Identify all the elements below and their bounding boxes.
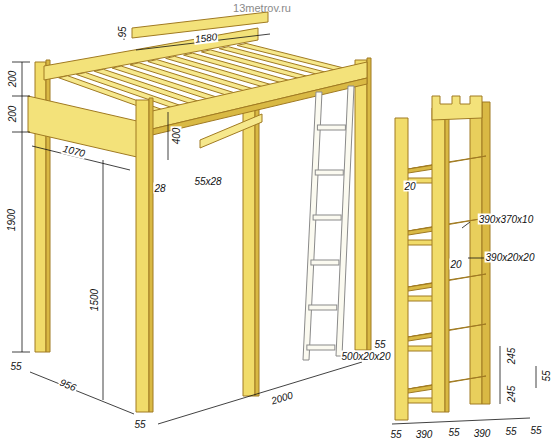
ladder-rung bbox=[317, 125, 345, 130]
dimension-line bbox=[536, 366, 537, 388]
dimension-line bbox=[30, 372, 134, 414]
dimension-label: 20 bbox=[403, 181, 416, 192]
dimension-label: 95 bbox=[117, 25, 128, 38]
dimension-tick bbox=[12, 352, 30, 353]
dimension-label: 400 bbox=[171, 127, 182, 146]
dimension-label: 2000 bbox=[269, 389, 295, 407]
post-side bbox=[255, 94, 259, 396]
head-board bbox=[28, 96, 150, 160]
ladder-rung bbox=[313, 215, 341, 220]
dimension-label: 55 bbox=[373, 339, 386, 350]
dimension-label: 390x20x20 bbox=[485, 252, 536, 263]
dimension-label: 55 bbox=[504, 426, 517, 437]
shelf-tower bbox=[395, 96, 490, 420]
post bbox=[136, 100, 149, 412]
dimension-tick bbox=[12, 132, 30, 133]
ladder-rail bbox=[303, 92, 322, 360]
dimension-label: 55 bbox=[389, 429, 402, 440]
ladder-rung bbox=[309, 305, 337, 310]
dimension-label: 55x28 bbox=[193, 176, 222, 187]
dimension-label: 245 bbox=[506, 347, 517, 366]
cross-bar bbox=[200, 114, 262, 148]
dimension-label: 28 bbox=[153, 183, 166, 194]
dimension-label: 245 bbox=[506, 385, 517, 404]
ladder-rung bbox=[307, 345, 335, 350]
tower-post bbox=[395, 118, 408, 420]
dimension-label: 200 bbox=[7, 70, 18, 89]
post-side bbox=[367, 58, 371, 350]
ladder bbox=[303, 86, 354, 360]
dimension-label: 1500 bbox=[89, 288, 100, 312]
dimension-line bbox=[158, 362, 362, 424]
dimension-label: 20 bbox=[449, 259, 462, 270]
dimension-label: 390x370x10 bbox=[478, 214, 535, 225]
watermark: 13metrov.ru bbox=[232, 3, 292, 14]
slat bbox=[130, 63, 245, 98]
dimension-tick bbox=[12, 62, 30, 63]
post bbox=[243, 96, 255, 396]
post-side bbox=[149, 98, 153, 412]
leader-line bbox=[462, 222, 470, 228]
bed-frame bbox=[35, 28, 371, 396]
post bbox=[355, 60, 367, 350]
dimension-label: 55 bbox=[133, 419, 146, 430]
dimension-label: 200 bbox=[7, 105, 18, 124]
crenellated-top bbox=[432, 96, 482, 120]
dimension-label: 55 bbox=[9, 361, 22, 372]
tower-post bbox=[432, 108, 445, 412]
dimension-label: 956 bbox=[57, 376, 78, 393]
dimension-label: 390 bbox=[473, 428, 492, 439]
ladder-rung bbox=[311, 260, 339, 265]
dimension-tick bbox=[12, 96, 30, 97]
dimension-line bbox=[392, 418, 530, 424]
ladder-rung bbox=[315, 170, 343, 175]
dimension-line bbox=[103, 160, 104, 400]
slat bbox=[237, 43, 354, 72]
dimension-line bbox=[168, 112, 169, 160]
dimension-lines bbox=[12, 28, 536, 424]
bed-frame-front bbox=[28, 12, 367, 412]
dimension-label: 55 bbox=[529, 425, 542, 436]
dimension-label: 500x20x20 bbox=[341, 351, 392, 362]
dimension-label: 1070 bbox=[61, 143, 87, 160]
dimension-label: 390 bbox=[415, 429, 434, 440]
dimension-label: 55 bbox=[541, 369, 552, 382]
dimension-label: 55 bbox=[447, 427, 460, 438]
tower-post bbox=[470, 104, 482, 404]
dimension-line bbox=[22, 62, 23, 352]
tower-post-side bbox=[445, 106, 449, 412]
dimension-line bbox=[500, 346, 501, 404]
dimension-label: 1900 bbox=[6, 208, 17, 232]
leader-line bbox=[468, 258, 484, 259]
